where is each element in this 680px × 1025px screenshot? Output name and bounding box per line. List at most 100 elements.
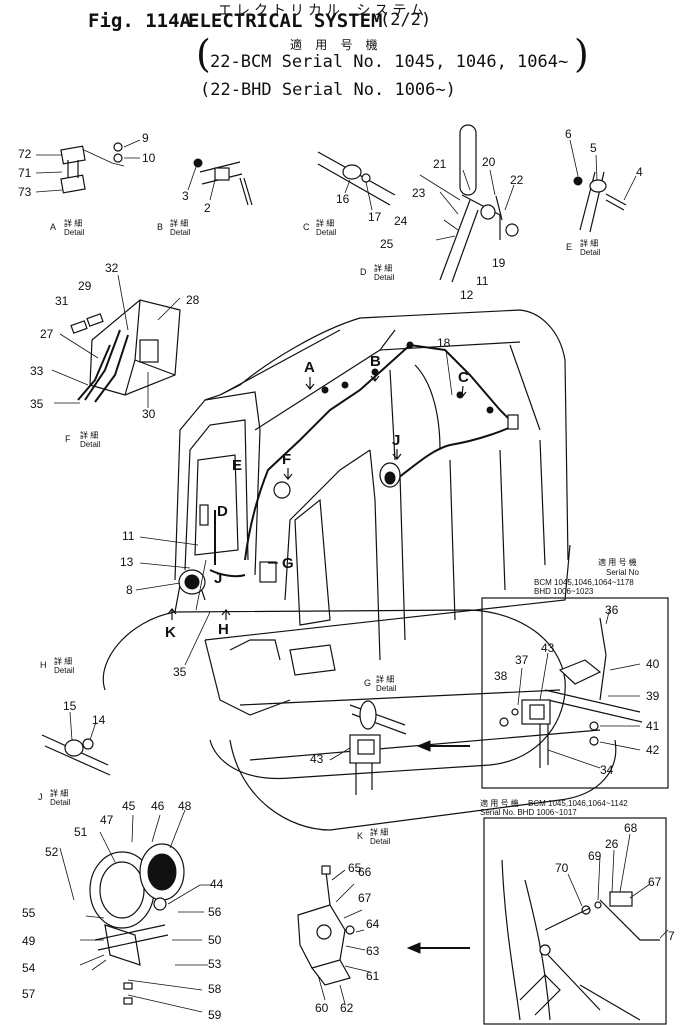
svg-text:67: 67 — [648, 875, 662, 889]
svg-text:51: 51 — [74, 825, 88, 839]
applicable-label: 適 用 号 機 — [290, 38, 381, 52]
detail-k: K 詳 細 Detail 65 66 67 64 63 61 60 62 適 用… — [297, 798, 675, 1025]
svg-text:27: 27 — [40, 327, 54, 341]
svg-text:66: 66 — [358, 865, 372, 879]
svg-text:Detail: Detail — [54, 666, 75, 675]
svg-text:BCM 1045,1046,1064~1178: BCM 1045,1046,1064~1178 — [534, 578, 634, 587]
svg-text:Detail: Detail — [316, 228, 337, 237]
svg-text:11: 11 — [476, 274, 489, 288]
svg-text:10: 10 — [142, 151, 156, 165]
svg-text:28: 28 — [186, 293, 200, 307]
japanese-title: エレクトリカル システム — [218, 3, 429, 19]
svg-text:3: 3 — [182, 189, 189, 203]
svg-text:65: 65 — [348, 861, 362, 875]
callout-k: K — [165, 624, 176, 641]
svg-text:59: 59 — [208, 1008, 222, 1022]
callout-h: H — [218, 621, 229, 638]
svg-text:46: 46 — [151, 799, 165, 813]
callout-f: F — [282, 451, 291, 468]
svg-text:34: 34 — [600, 763, 614, 777]
svg-text:詳 細: 詳 細 — [54, 656, 72, 666]
svg-text:詳 細: 詳 細 — [376, 674, 394, 684]
svg-text:38: 38 — [494, 669, 508, 683]
svg-text:48: 48 — [178, 799, 192, 813]
serial-line-2: (22-BHD Serial No. 1006~) — [200, 80, 456, 100]
svg-text:5: 5 — [590, 141, 597, 155]
svg-text:35: 35 — [30, 397, 44, 411]
svg-text:詳 細: 詳 細 — [64, 218, 82, 228]
svg-text:23: 23 — [412, 186, 426, 200]
svg-text:詳 細: 詳 細 — [80, 430, 98, 440]
svg-text:18: 18 — [437, 336, 451, 350]
svg-text:15: 15 — [63, 699, 77, 713]
svg-text:12: 12 — [460, 288, 474, 302]
svg-text:BCM 1045,1046,1064~1142: BCM 1045,1046,1064~1142 — [528, 799, 628, 808]
svg-text:68: 68 — [624, 821, 638, 835]
callout-d: D — [217, 503, 228, 520]
detail-j: J 詳 細 Detail 52 51 47 45 46 48 44 56 50 — [22, 788, 224, 1022]
machine-body — [102, 309, 617, 831]
svg-text:B: B — [157, 222, 163, 232]
callout-a: A — [304, 359, 315, 376]
svg-text:Detail: Detail — [374, 273, 395, 282]
svg-text:2: 2 — [204, 201, 211, 215]
svg-text:32: 32 — [105, 261, 119, 275]
svg-text:33: 33 — [30, 364, 44, 378]
open-bracket: ( — [196, 32, 211, 76]
callout-b: B — [370, 353, 381, 370]
svg-text:詳 細: 詳 細 — [50, 788, 68, 798]
svg-text:45: 45 — [122, 799, 136, 813]
svg-text:29: 29 — [78, 279, 92, 293]
misc-lines — [195, 559, 207, 611]
svg-text:57: 57 — [22, 987, 36, 1001]
svg-text:C: C — [303, 222, 310, 232]
detail-h: 15 14 H 詳 細 Detail — [40, 656, 111, 776]
serial-line-1: 22-BCM Serial No. 1045, 1046, 1064~ — [210, 52, 569, 72]
svg-text:60: 60 — [315, 1001, 329, 1015]
svg-text:J: J — [38, 792, 43, 802]
svg-text:Detail: Detail — [370, 837, 391, 846]
svg-text:7: 7 — [668, 929, 675, 943]
callout-e: E — [232, 457, 242, 474]
svg-text:Detail: Detail — [80, 440, 101, 449]
svg-text:26: 26 — [605, 837, 619, 851]
svg-text:67: 67 — [358, 891, 372, 905]
svg-text:H: H — [40, 660, 47, 670]
svg-text:43: 43 — [541, 641, 555, 655]
svg-text:69: 69 — [588, 849, 602, 863]
svg-text:40: 40 — [646, 657, 660, 671]
svg-text:37: 37 — [515, 653, 529, 667]
svg-text:73: 73 — [18, 185, 32, 199]
svg-text:詳 細: 詳 細 — [580, 238, 598, 248]
detail-c: 16 17 C 詳 細 Detail — [303, 151, 396, 237]
svg-text:8: 8 — [126, 583, 133, 597]
svg-text:適 用 号 機: 適 用 号 機 — [598, 557, 637, 567]
detail-g: G 詳 細 Detail 43 適 用 号 機 Serial No BCM 10… — [310, 557, 669, 795]
svg-text:6: 6 — [565, 127, 572, 141]
svg-text:詳 細: 詳 細 — [374, 263, 392, 273]
figure-title: ELECTRICAL SYSTEM — [188, 10, 383, 32]
callout-c: C — [458, 369, 469, 386]
svg-text:Detail: Detail — [170, 228, 191, 237]
svg-text:55: 55 — [22, 906, 36, 920]
svg-text:Detail: Detail — [50, 798, 71, 807]
svg-text:35: 35 — [173, 665, 187, 679]
svg-text:13: 13 — [120, 555, 134, 569]
svg-text:K: K — [357, 831, 363, 841]
svg-text:16: 16 — [336, 192, 350, 206]
svg-text:9: 9 — [142, 131, 149, 145]
svg-text:62: 62 — [340, 1001, 354, 1015]
detail-b: 3 2 B 詳 細 Detail — [157, 158, 253, 237]
svg-text:70: 70 — [555, 861, 569, 875]
page-indicator: (2/2) — [380, 10, 432, 30]
main-drawing-numbers: 18 11 13 8 35 — [120, 336, 453, 679]
svg-text:44: 44 — [210, 877, 224, 891]
callout-j: J — [392, 432, 400, 449]
svg-text:詳 細: 詳 細 — [370, 827, 388, 837]
callout-letters: A B C D E F G H J J K — [165, 353, 469, 641]
svg-text:Detail: Detail — [376, 684, 397, 693]
svg-text:詳 細: 詳 細 — [316, 218, 334, 228]
svg-text:52: 52 — [45, 845, 59, 859]
